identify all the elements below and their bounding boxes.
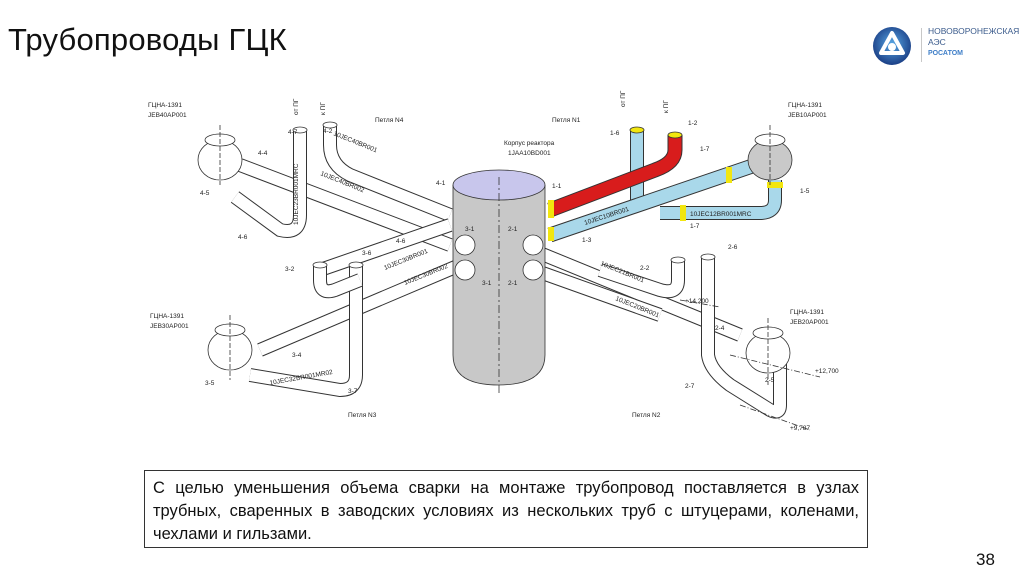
loop1-label: Петля N1	[552, 117, 581, 124]
node-3-5: 3-5	[205, 380, 215, 387]
pump1-name: ГЦНА-1391	[788, 102, 822, 109]
node-4-6: 4-7	[288, 129, 298, 136]
flow-label-hot-4: от ПГ	[293, 98, 300, 115]
flow-label-cold-4: к ПГ	[320, 102, 327, 115]
pump3-name: ГЦНА-1391	[150, 313, 184, 320]
reactor-label: Корпус реактора	[504, 140, 555, 147]
pump-1	[747, 125, 793, 185]
node-3-7: 3-7	[348, 388, 358, 395]
node-3-1b: 3-1	[482, 280, 492, 287]
node-4-4: 4-4	[258, 150, 268, 157]
pump2-code: JEB20AP001	[790, 319, 829, 326]
flow-label-hot: от ПГ	[620, 90, 627, 107]
node-1-1: 1-1	[552, 183, 562, 190]
logo-brand: РОСАТОМ	[928, 50, 963, 57]
loop1-pipes	[547, 126, 783, 243]
logo-line1: НОВОВОРОНЕЖСКАЯ	[928, 26, 1020, 36]
node-3-6: 3-6	[362, 250, 372, 257]
loop2-label: Петля N2	[632, 412, 661, 419]
flow-label-cold: к ПГ	[663, 100, 670, 113]
node-2-1: 2-1	[508, 226, 518, 233]
node-2-6: 2-6	[728, 244, 738, 251]
node-1-2: 1-2	[688, 120, 698, 127]
rosatom-logo-icon	[873, 27, 911, 65]
elevation-3: +9,787	[790, 425, 810, 432]
node-4-2: 4-2	[323, 128, 333, 135]
node-3-4: 3-4	[292, 352, 302, 359]
reactor-code: 1JAA10BD001	[508, 150, 551, 157]
node-4-1: 4-1	[436, 180, 446, 187]
pipe-code-c: 10JEC23BR001MRC	[293, 163, 300, 225]
node-3-1: 3-1	[465, 226, 475, 233]
logo: НОВОВОРОНЕЖСКАЯ АЭС РОСАТОМ	[868, 24, 1019, 68]
node-4-5: 4-5	[200, 190, 210, 197]
node-1-5: 1-5	[800, 188, 810, 195]
elevation-lines	[679, 299, 821, 431]
logo-separator	[921, 28, 922, 62]
loop4-label: Петля N4	[375, 117, 404, 124]
pump-2	[745, 318, 791, 385]
page-number: 38	[976, 550, 995, 569]
caption-box: С целью уменьшения объема сварки на монт…	[144, 470, 868, 548]
elevation-2: +12,700	[815, 368, 839, 375]
pump-4	[197, 125, 243, 185]
elevation-1: +14,200	[685, 298, 709, 305]
pipeline-diagram: Петля N4 Петля N1 Петля N3 Петля N2 Корп…	[148, 90, 839, 432]
slide-title: Трубопроводы ГЦК	[8, 22, 287, 57]
logo-line2: АЭС	[928, 37, 946, 47]
pipe-code-a: 10JEC40BR001	[332, 130, 378, 154]
pump1-code: JEB10AP001	[788, 112, 827, 119]
node-2-2: 2-2	[640, 265, 650, 272]
pump4-name: ГЦНА-1391	[148, 102, 182, 109]
node-1-7: 1-7	[700, 146, 710, 153]
node-2-1b: 2-1	[508, 280, 518, 287]
node-1-7b: 1-7	[690, 223, 700, 230]
pump2-name: ГЦНА-1391	[790, 309, 824, 316]
pump-3	[207, 315, 253, 380]
node-2-7: 2-7	[685, 383, 695, 390]
loop3-pipes	[248, 218, 463, 398]
loop3-label: Петля N3	[348, 412, 377, 419]
reactor-vessel	[452, 169, 546, 395]
node-4-7b: 4-6	[396, 238, 406, 245]
logo-text: НОВОВОРОНЕЖСКАЯ АЭС РОСАТОМ	[928, 26, 1019, 59]
node-3-2: 3-2	[285, 266, 295, 273]
node-2-5: 2-5	[765, 377, 775, 384]
node-4-7: 4-6	[238, 234, 248, 241]
node-1-6: 1-6	[610, 130, 620, 137]
node-2-4: 2-4	[715, 325, 725, 332]
pump4-code: JEB40AP001	[148, 112, 187, 119]
pipe-code-j: 10JEC12BR001MRC	[690, 211, 752, 218]
node-1-3: 1-3	[582, 237, 592, 244]
loop2-pipes	[517, 238, 787, 419]
pump3-code: JEB30AP001	[150, 323, 189, 330]
